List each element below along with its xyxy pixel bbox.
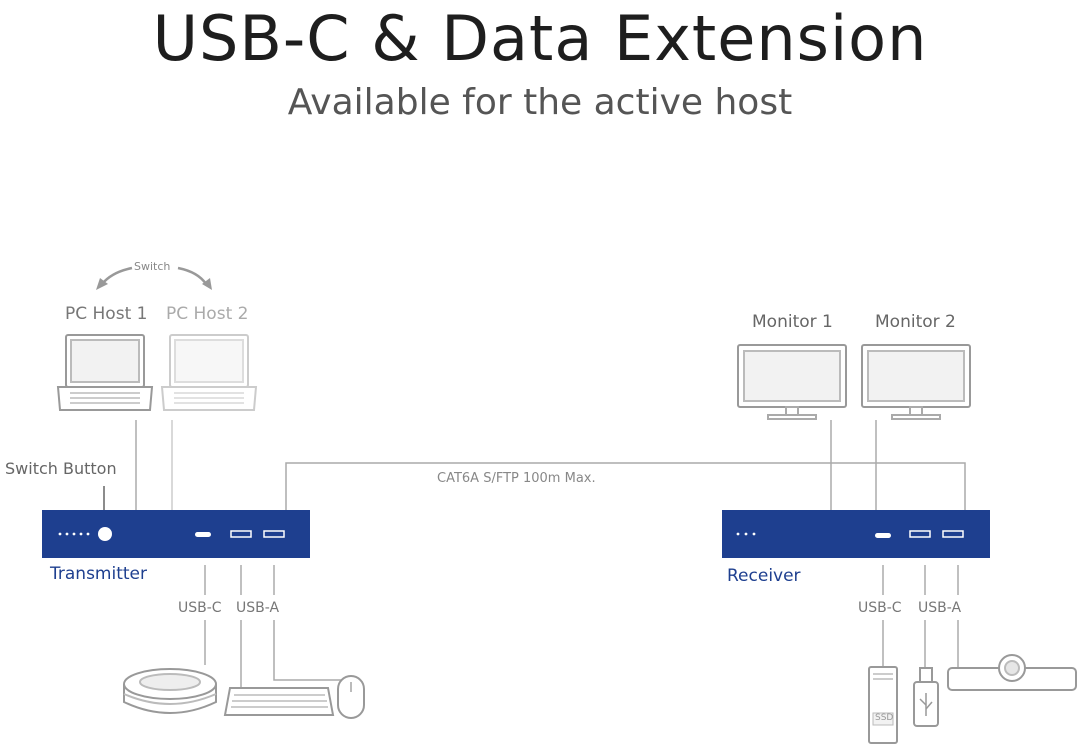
monitor2-icon bbox=[861, 344, 971, 420]
keyboard-icon bbox=[223, 687, 335, 716]
monitor2-label: Monitor 2 bbox=[875, 312, 956, 332]
rx-usb-c-label: USB-C bbox=[858, 600, 902, 616]
tx-usb-c-port bbox=[195, 532, 211, 537]
page-title: USB-C & Data Extension bbox=[152, 2, 928, 75]
rx-usb-a-port-2 bbox=[942, 530, 964, 538]
cat6a-cable bbox=[285, 462, 966, 510]
monitor1-label: Monitor 1 bbox=[752, 312, 833, 332]
rx-usb-a-label: USB-A bbox=[918, 600, 962, 616]
receiver-label: Receiver bbox=[727, 566, 801, 586]
mouse-icon bbox=[337, 675, 365, 719]
speakerphone-icon bbox=[123, 668, 217, 714]
conference-camera-icon bbox=[947, 654, 1077, 691]
tx-usb-a-port-1 bbox=[230, 530, 252, 538]
ssd-icon bbox=[868, 666, 898, 744]
laptop-host1-icon bbox=[56, 334, 154, 411]
receiver-box bbox=[722, 510, 990, 558]
switch-label: Switch bbox=[134, 260, 171, 273]
tx-usb-c-label: USB-C bbox=[178, 600, 222, 616]
rx-usb-c-port bbox=[875, 533, 891, 538]
laptop-host2-icon bbox=[160, 334, 258, 411]
switch-button[interactable] bbox=[98, 527, 112, 541]
host1-label: PC Host 1 bbox=[65, 304, 148, 324]
cable-label: CAT6A S/FTP 100m Max. bbox=[437, 471, 596, 486]
usb-stick-icon bbox=[913, 667, 939, 727]
tx-usb-a-label: USB-A bbox=[236, 600, 280, 616]
transmitter-box bbox=[42, 510, 310, 558]
monitor1-icon bbox=[737, 344, 847, 420]
transmitter-label: Transmitter bbox=[50, 564, 147, 584]
page-subtitle: Available for the active host bbox=[287, 82, 793, 123]
host2-label: PC Host 2 bbox=[166, 304, 249, 324]
rx-usb-a-port-1 bbox=[909, 530, 931, 538]
ssd-label: SSD bbox=[875, 713, 894, 723]
switch-arrows-icon bbox=[96, 266, 212, 290]
tx-usb-a-port-2 bbox=[263, 530, 285, 538]
switch-button-label: Switch Button bbox=[5, 459, 117, 478]
